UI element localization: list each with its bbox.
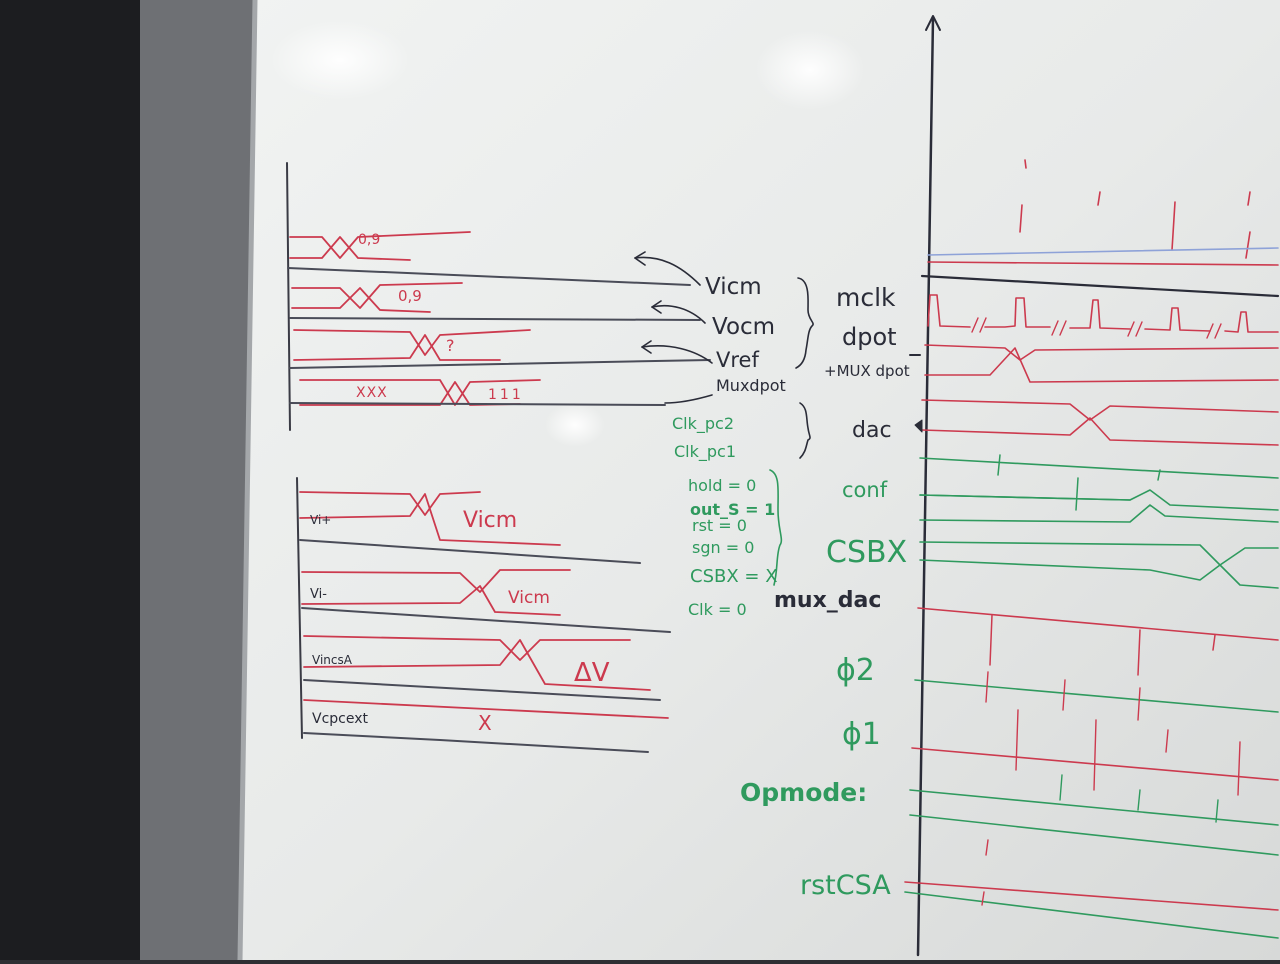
label-clk-pc1: Clk_pc1 (674, 442, 737, 461)
brace-settings (769, 469, 783, 586)
timing-label-csbx: CSBX (826, 535, 908, 570)
signal-vincsa: VincsA (312, 653, 352, 667)
note-x: X (478, 711, 492, 735)
note-vicm-1: Vicm (463, 508, 518, 533)
signal-vi-plus: Vi+ (310, 513, 332, 527)
glare (545, 403, 605, 447)
label-vocm: Vocm (712, 314, 776, 340)
note-0-9-a: 0,9 (358, 232, 381, 248)
setting-hold: hold = 0 (688, 476, 757, 495)
timing-label-mux-dpot: +MUX dpot (824, 362, 910, 380)
top-diagram (286, 162, 711, 431)
board-frame (237, 0, 258, 961)
timing-label-rstcsa: rstCSA (800, 870, 891, 901)
label-clk-pc2: Clk_pc2 (672, 414, 735, 433)
glare (755, 30, 865, 110)
signal-vcpcext: Vcpcext (312, 711, 368, 727)
dark-edge (0, 0, 140, 960)
note-delta-v: ΔV (574, 658, 610, 688)
timing-label-dac: dac (852, 418, 892, 443)
signal-vi-minus: Vi- (310, 587, 327, 602)
label-vref: Vref (716, 348, 759, 372)
whiteboard (240, 0, 1280, 960)
timing-diagram (904, 15, 1280, 957)
brace-clk (799, 402, 811, 459)
setting-csbx: CSBX = X (690, 566, 778, 587)
timing-label-opmode: Opmode: (740, 778, 868, 807)
board-side (140, 0, 255, 960)
timing-label-dpot: dpot (842, 323, 897, 351)
timing-label-conf: conf (842, 478, 888, 502)
pointer-arrows (634, 251, 713, 404)
note-0-9-b: 0,9 (398, 287, 422, 305)
setting-rst: rst = 0 (692, 516, 747, 535)
timing-label-phi2: ϕ2 (836, 653, 875, 688)
note-question: ? (446, 336, 455, 355)
bottom-diagram (296, 477, 671, 753)
timing-label-mclk: mclk (836, 283, 896, 312)
note-vicm-2: Vicm (508, 588, 550, 608)
timing-label-mux-dac: mux_dac (774, 588, 882, 613)
brace-pointers (795, 277, 814, 369)
label-muxdpot: Muxdpot (716, 376, 786, 395)
note-111: 111 (488, 387, 524, 403)
note-xxx: XXX (356, 385, 388, 401)
glare (270, 20, 410, 100)
setting-out-s: out_S = 1 (690, 500, 776, 519)
timing-label-phi1: ϕ1 (842, 717, 881, 752)
setting-sgn: sgn = 0 (692, 538, 755, 557)
label-vicm: Vicm (705, 274, 762, 300)
setting-clk: Clk = 0 (688, 600, 747, 619)
